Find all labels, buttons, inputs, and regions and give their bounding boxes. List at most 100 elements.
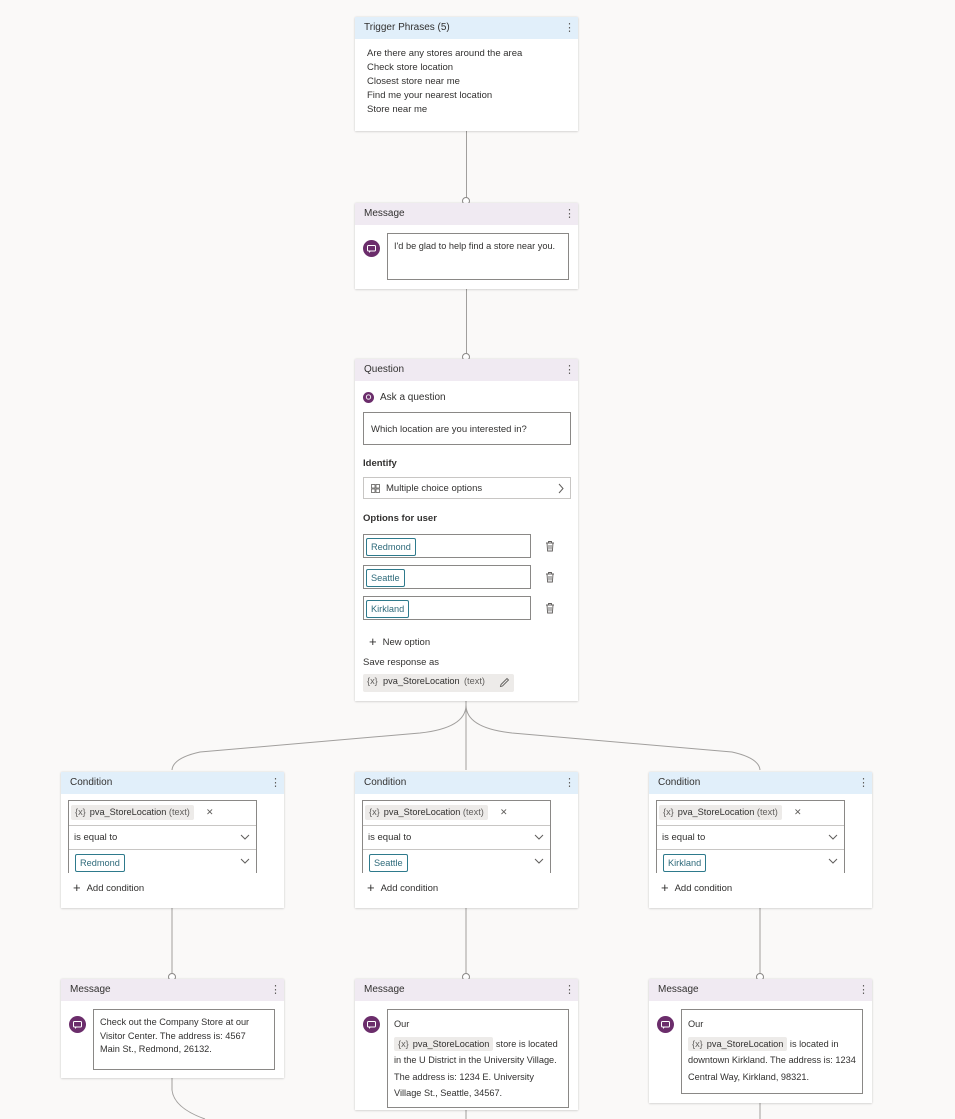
new-option-button[interactable]: + New option (369, 634, 430, 649)
condition-variable-row[interactable]: {x}pva_StoreLocation (text) ✕ (69, 801, 256, 825)
delete-option-icon[interactable] (544, 571, 556, 583)
condition-operator: is equal to (74, 832, 118, 843)
add-condition-button[interactable]: +Add condition (367, 880, 438, 895)
message-title: Message (364, 208, 405, 219)
condition-variable-name: pva_StoreLocation (89, 807, 167, 817)
message-variable-chip[interactable]: {x}pva_StoreLocation (394, 1036, 494, 1051)
chat-bubble-icon (657, 1016, 674, 1033)
new-option-label: New option (382, 637, 431, 648)
more-options-icon[interactable]: ⋮ (564, 777, 575, 789)
condition-value-row[interactable]: Kirkland (657, 849, 844, 874)
message-node[interactable]: Message ⋮ I'd be glad to help find a sto… (355, 203, 578, 289)
option-field[interactable]: Redmond (363, 534, 531, 558)
condition-variable-chip[interactable]: {x}pva_StoreLocation (text) (659, 805, 782, 820)
message-text-box[interactable]: Check out the Company Store at our Visit… (93, 1009, 275, 1070)
condition-title: Condition (70, 777, 113, 788)
option-field[interactable]: Kirkland (363, 596, 531, 620)
condition-operator-row[interactable]: is equal to (363, 825, 550, 850)
connector (466, 289, 467, 355)
condition-variable-row[interactable]: {x}pva_StoreLocation (text) ✕ (363, 801, 550, 825)
condition-expression[interactable]: {x}pva_StoreLocation (text) ✕ is equal t… (68, 800, 257, 873)
condition-node[interactable]: Condition ⋮ {x}pva_StoreLocation (text) … (355, 772, 578, 908)
remove-variable-icon[interactable]: ✕ (206, 807, 214, 817)
message-node[interactable]: Message ⋮ Check out the Company Store at… (61, 979, 284, 1078)
condition-value-row[interactable]: Seattle (363, 849, 550, 874)
condition-variable-type: (text) (462, 807, 484, 817)
condition-variable-name: pva_StoreLocation (383, 807, 461, 817)
variable-icon: {x} (369, 807, 380, 817)
condition-node[interactable]: Condition ⋮ {x}pva_StoreLocation (text) … (61, 772, 284, 908)
message-title: Message (658, 984, 699, 995)
question-prompt-text: Which location are you interested in? (371, 424, 527, 435)
more-options-icon[interactable]: ⋮ (564, 208, 575, 220)
question-icon (363, 392, 374, 403)
condition-variable-row[interactable]: {x}pva_StoreLocation (text) ✕ (657, 801, 844, 825)
delete-option-icon[interactable] (544, 602, 556, 614)
edit-pencil-icon[interactable] (499, 677, 510, 688)
option-chip-redmond[interactable]: Redmond (366, 538, 416, 556)
chevron-down-icon (534, 834, 544, 840)
question-title: Question (364, 364, 405, 375)
condition-variable-chip[interactable]: {x}pva_StoreLocation (text) (365, 805, 488, 820)
message-header: Message ⋮ (649, 979, 872, 1001)
condition-header: Condition ⋮ (61, 772, 284, 794)
condition-value-chip[interactable]: Kirkland (663, 854, 707, 872)
message-text-box[interactable]: Our {x}pva_StoreLocation store is locate… (387, 1009, 569, 1108)
trigger-phrase: Closest store near me (367, 76, 460, 87)
condition-value-chip[interactable]: Seattle (369, 854, 408, 872)
more-options-icon[interactable]: ⋮ (564, 984, 575, 996)
save-response-variable[interactable]: {x} pva_StoreLocation (text) (363, 674, 514, 692)
identify-selector[interactable]: Multiple choice options (363, 477, 571, 499)
message-text-box[interactable]: I'd be glad to help find a store near yo… (387, 233, 569, 280)
question-header: Question ⋮ (355, 359, 578, 381)
chevron-down-icon (828, 834, 838, 840)
condition-value-chip[interactable]: Redmond (75, 854, 125, 872)
plus-icon: + (73, 880, 81, 895)
condition-operator-row[interactable]: is equal to (69, 825, 256, 850)
add-condition-button[interactable]: + Add condition (661, 880, 732, 895)
condition-title: Condition (658, 777, 701, 788)
question-prompt-input[interactable]: Which location are you interested in? (363, 412, 571, 445)
question-node[interactable]: Question ⋮ Ask a question Which location… (355, 359, 578, 701)
chat-bubble-icon (363, 240, 380, 257)
delete-option-icon[interactable] (544, 540, 556, 552)
chat-bubble-icon (69, 1016, 86, 1033)
more-options-icon[interactable]: ⋮ (858, 777, 869, 789)
message-text-box[interactable]: Our {x}pva_StoreLocation is located in d… (681, 1009, 863, 1094)
more-options-icon[interactable]: ⋮ (858, 984, 869, 996)
message-header: Message ⋮ (61, 979, 284, 1001)
plus-icon: + (369, 634, 377, 649)
add-condition-button[interactable]: +Add condition (73, 880, 144, 895)
trigger-node[interactable]: Trigger Phrases (5) ⋮ Are there any stor… (355, 17, 578, 131)
option-chip-kirkland[interactable]: Kirkland (366, 600, 410, 618)
condition-expression[interactable]: {x}pva_StoreLocation (text) ✕ is equal t… (362, 800, 551, 873)
remove-variable-icon[interactable]: ✕ (794, 807, 802, 817)
add-condition-label: Add condition (674, 883, 733, 894)
trigger-phrase: Check store location (367, 62, 454, 73)
trigger-phrase: Are there any stores around the area (367, 48, 523, 59)
variable-icon: {x} (398, 1038, 409, 1049)
more-options-icon[interactable]: ⋮ (270, 777, 281, 789)
message-node[interactable]: Message ⋮ Our {x}pva_StoreLocation store… (355, 979, 578, 1110)
condition-value-row[interactable]: Redmond (69, 849, 256, 874)
option-field[interactable]: Seattle (363, 565, 531, 589)
condition-expression[interactable]: {x}pva_StoreLocation (text) ✕ is equal t… (656, 800, 845, 873)
more-options-icon[interactable]: ⋮ (564, 22, 575, 34)
condition-operator-row[interactable]: is equal to (657, 825, 844, 850)
message-node[interactable]: Message ⋮ Our {x}pva_StoreLocation is lo… (649, 979, 872, 1103)
condition-variable-chip[interactable]: {x}pva_StoreLocation (text) (71, 805, 194, 820)
grid-icon (371, 484, 380, 493)
save-response-label: Save response as (363, 657, 440, 668)
condition-node[interactable]: Condition ⋮ {x}pva_StoreLocation (text) … (649, 772, 872, 908)
more-options-icon[interactable]: ⋮ (564, 364, 575, 376)
condition-variable-type: (text) (168, 807, 190, 817)
message-variable-chip[interactable]: {x}pva_StoreLocation (688, 1036, 788, 1051)
option-chip-seattle[interactable]: Seattle (366, 569, 405, 587)
trigger-phrase: Store near me (367, 104, 428, 115)
plus-icon: + (661, 880, 669, 895)
message-text: is located in downtown Kirkland. The add… (688, 1038, 856, 1082)
message-header: Message ⋮ (355, 203, 578, 225)
more-options-icon[interactable]: ⋮ (270, 984, 281, 996)
remove-variable-icon[interactable]: ✕ (500, 807, 508, 817)
